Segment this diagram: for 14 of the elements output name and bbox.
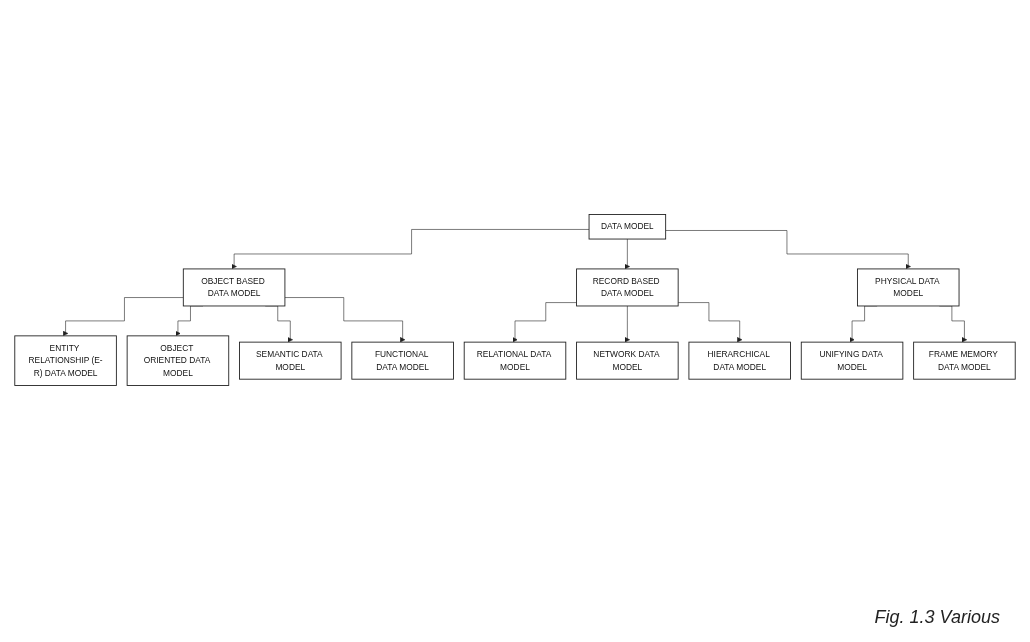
node-box: RECORD BASED DATA MODEL (576, 268, 679, 307)
node-box: ENTITY RELATIONSHIP (E-R) DATA MODEL (14, 335, 117, 386)
node-box: NETWORK DATA MODEL (576, 341, 679, 380)
node-box: RELATIONAL DATA MODEL (463, 341, 567, 380)
node-box: SEMANTIC DATA MODEL (239, 341, 342, 380)
node-box: FUNCTIONAL DATA MODEL (351, 341, 454, 380)
node-box: UNIFYING DATA MODEL (800, 341, 904, 380)
node-box: DATA MODEL (588, 214, 667, 240)
node-box: HIERARCHICAL DATA MODEL (688, 341, 791, 380)
node-box: OBJECT ORIENTED DATA MODEL (126, 335, 230, 386)
node-box: FRAME MEMORY DATA MODEL (913, 341, 1016, 380)
node-box: PHYSICAL DATA MODEL (857, 268, 960, 307)
figure-caption: Fig. 1.3 Various (874, 607, 1000, 628)
node-box: OBJECT BASED DATA MODEL (182, 268, 286, 307)
